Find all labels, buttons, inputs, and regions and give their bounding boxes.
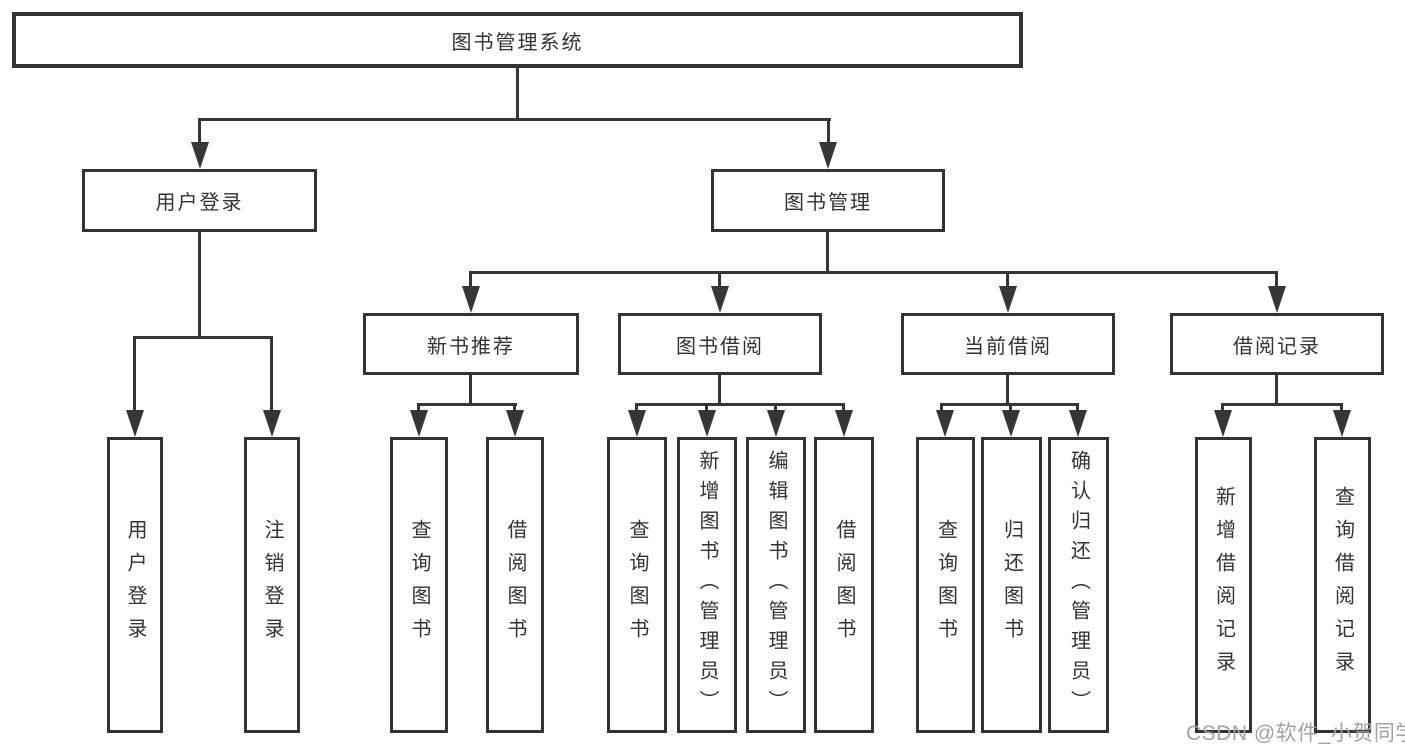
leaf-label: 查询借阅记录 [1331, 486, 1354, 684]
connector-leaf-drop [270, 336, 273, 415]
connector-leaf-drop [1076, 403, 1079, 415]
arrowhead-down [1214, 410, 1232, 437]
arrowhead-down [462, 286, 480, 313]
connector-leaf-drop [1009, 403, 1012, 415]
connector-records-stem [1275, 375, 1278, 406]
leaf-records-query-borrow-record: 查询借阅记录 [1314, 437, 1371, 733]
leaf-label: 注销登录 [261, 519, 283, 651]
leaf-label: 归还图书 [1000, 519, 1023, 651]
connector-leaf-drop [940, 403, 943, 415]
leaf-label: 查询图书 [626, 519, 648, 651]
connector-book-mgmt-rail [469, 271, 1278, 274]
arrowhead-down [1333, 410, 1351, 437]
node-book-management: 图书管理 [711, 169, 945, 232]
leaf-rec-borrow-books: 借阅图书 [486, 437, 544, 733]
arrowhead-down [1002, 410, 1020, 437]
arrowhead-down [410, 410, 428, 437]
leaf-borrow-borrow-books: 借阅图书 [814, 437, 874, 733]
leaf-label: 编辑图书（管理员） [765, 450, 787, 720]
node-root: 图书管理系统 [12, 12, 1023, 68]
leaf-label: 查询图书 [934, 519, 957, 651]
connector-user-login-drop [198, 118, 201, 148]
connector-leaf-drop [133, 336, 136, 415]
leaf-borrow-query-books: 查询图书 [607, 437, 667, 733]
leaf-label: 查询图书 [408, 519, 430, 651]
leaf-borrow-add-books-admin: 新增图书（管理员） [677, 437, 737, 733]
node-user-login: 用户登录 [82, 169, 317, 232]
leaf-borrow-edit-books-admin: 编辑图书（管理员） [746, 437, 806, 733]
connector-level3-drop [718, 271, 721, 291]
connector-leaf-drop [1221, 403, 1224, 415]
connector-current-stem [1006, 375, 1009, 406]
node-new-book-recommend: 新书推荐 [363, 313, 579, 375]
connector-book-mgmt-stem [826, 232, 829, 274]
arrowhead-down [936, 410, 954, 437]
node-current-borrowing: 当前借阅 [901, 313, 1115, 375]
arrowhead-down [1069, 410, 1087, 437]
arrowhead-down [698, 410, 716, 437]
arrowhead-down [263, 410, 281, 437]
node-borrowing-records: 借阅记录 [1170, 313, 1384, 375]
arrowhead-down [999, 286, 1017, 313]
connector-leaf-drop [513, 403, 516, 415]
arrowhead-down [506, 410, 524, 437]
arrowhead-down [628, 410, 646, 437]
connector-records-rail [1221, 403, 1343, 406]
arrowhead-down [819, 142, 837, 169]
connector-book-mgmt-drop [827, 118, 830, 148]
leaf-current-query-books: 查询图书 [916, 437, 975, 733]
arrowhead-down [711, 286, 729, 313]
connector-level3-drop [1275, 271, 1278, 291]
connector-leaf-drop [1340, 403, 1343, 415]
connector-leaf-drop [774, 403, 777, 415]
connector-leaf-drop [705, 403, 708, 415]
leaf-label: 借阅图书 [504, 519, 526, 651]
leaf-label: 新增图书（管理员） [696, 450, 718, 720]
leaf-current-confirm-return-admin: 确认归还（管理员） [1048, 437, 1109, 733]
leaf-current-return-books: 归还图书 [981, 437, 1042, 733]
leaf-records-add-borrow-record: 新增借阅记录 [1195, 437, 1252, 733]
leaf-rec-query-books: 查询图书 [390, 437, 448, 733]
connector-user-login-stem [198, 232, 201, 339]
connector-root-stem [516, 68, 519, 121]
connector-root-rail [198, 118, 831, 121]
leaf-label: 借阅图书 [833, 519, 855, 651]
leaf-label: 确认归还（管理员） [1067, 450, 1090, 720]
connector-recommend-stem [469, 375, 472, 406]
leaf-user-login: 用户登录 [107, 437, 163, 733]
arrowhead-down [191, 142, 209, 169]
connector-borrowing-stem [718, 375, 721, 406]
connector-leaf-drop [417, 403, 420, 415]
connector-user-login-rail [133, 336, 273, 339]
arrowhead-down [835, 410, 853, 437]
connector-leaf-drop [842, 403, 845, 415]
leaf-logout: 注销登录 [244, 437, 300, 733]
arrowhead-down [1268, 286, 1286, 313]
connector-borrowing-rail [635, 403, 845, 406]
arrowhead-down [126, 410, 144, 437]
connector-level3-drop [1006, 271, 1009, 291]
node-book-borrowing: 图书借阅 [618, 313, 822, 375]
connector-level3-drop [469, 271, 472, 291]
arrowhead-down [767, 410, 785, 437]
connector-leaf-drop [635, 403, 638, 415]
leaf-label: 新增借阅记录 [1212, 486, 1235, 684]
leaf-label: 用户登录 [124, 519, 146, 651]
csdn-watermark: CSDN @软件_小贺同学 [1186, 722, 1405, 745]
connector-recommend-rail [417, 403, 517, 406]
